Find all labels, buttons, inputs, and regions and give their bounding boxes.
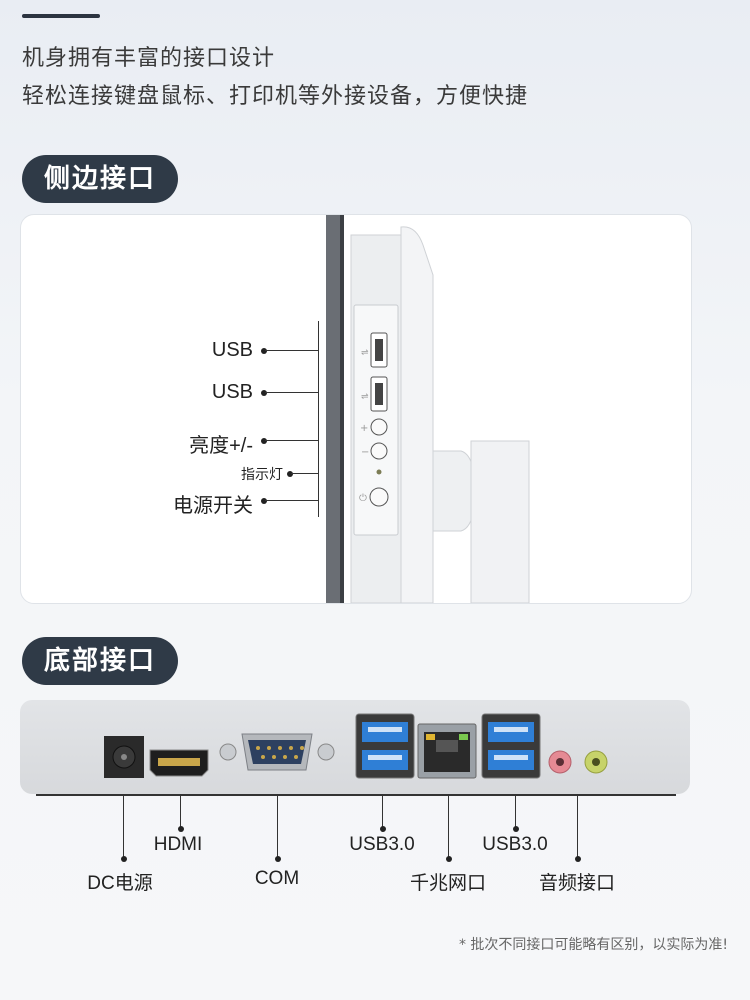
dot-usb30-left bbox=[380, 826, 386, 832]
dot-com bbox=[275, 856, 281, 862]
dot-power bbox=[261, 498, 267, 504]
leader-lan bbox=[448, 796, 449, 858]
dot-usb30-right bbox=[513, 826, 519, 832]
leader-indicator bbox=[291, 473, 318, 474]
side-device-illustration: ⇌ ⇌ + − ⏻ bbox=[326, 215, 530, 603]
side-ports-panel: ⇌ ⇌ + − ⏻ USB USB 亮度+/- 指示灯 电源开关 bbox=[20, 214, 692, 604]
stand-pole bbox=[470, 440, 530, 603]
label-usb30-left: USB3.0 bbox=[349, 834, 415, 855]
dot-side-usb-2 bbox=[261, 390, 267, 396]
dot-brightness bbox=[261, 438, 267, 444]
svg-text:−: − bbox=[361, 447, 369, 458]
dot-dc bbox=[121, 856, 127, 862]
leader-audio bbox=[577, 796, 578, 858]
bottom-section-title: 底部接口 bbox=[22, 637, 179, 685]
top-accent-bar bbox=[22, 14, 100, 18]
intro-line-2: 轻松连接键盘鼠标、打印机等外接设备，方便快捷 bbox=[22, 84, 529, 109]
dot-lan bbox=[446, 856, 452, 862]
leader-side-usb-2 bbox=[265, 392, 318, 393]
side-section-title: 侧边接口 bbox=[22, 155, 179, 203]
label-lan: 千兆网口 bbox=[409, 873, 487, 894]
label-power: 电源开关 bbox=[173, 495, 253, 517]
dot-indicator bbox=[287, 471, 293, 477]
brightness-down-button bbox=[370, 442, 388, 460]
leader-usb30-left bbox=[382, 796, 383, 828]
stand-hinge bbox=[432, 450, 476, 532]
leader-power bbox=[265, 500, 318, 501]
label-dc: DC电源 bbox=[87, 873, 153, 894]
bottom-ports-panel bbox=[20, 700, 690, 794]
label-usb30-right: USB3.0 bbox=[482, 834, 548, 855]
leader-com bbox=[277, 796, 278, 858]
leader-hdmi bbox=[180, 796, 181, 828]
svg-text:⏻: ⏻ bbox=[359, 493, 367, 504]
dot-hdmi bbox=[178, 826, 184, 832]
brightness-up-button bbox=[370, 418, 388, 436]
label-audio: 音频接口 bbox=[538, 873, 616, 894]
screen-bezel bbox=[326, 215, 344, 603]
indicator-light bbox=[376, 469, 382, 475]
dot-side-usb-1 bbox=[261, 348, 267, 354]
label-side-usb-2: USB bbox=[211, 381, 253, 403]
bottom-ports-illustration bbox=[104, 713, 608, 779]
dot-audio bbox=[575, 856, 581, 862]
leader-brightness bbox=[265, 440, 318, 441]
label-indicator: 指示灯 bbox=[241, 466, 283, 482]
svg-text:⇌: ⇌ bbox=[361, 348, 369, 358]
label-hdmi: HDMI bbox=[153, 834, 203, 855]
leader-usb30-right bbox=[515, 796, 516, 828]
leader-dc bbox=[123, 796, 124, 858]
label-com: COM bbox=[254, 868, 300, 889]
leader-side-usb-1 bbox=[265, 350, 318, 351]
svg-text:⇌: ⇌ bbox=[361, 392, 369, 402]
label-side-usb-1: USB bbox=[211, 339, 253, 361]
label-brightness: 亮度+/- bbox=[189, 435, 253, 457]
svg-text:+: + bbox=[360, 423, 368, 434]
power-button bbox=[369, 487, 389, 507]
side-bracket-line bbox=[318, 321, 319, 517]
bottom-panel-rule bbox=[36, 794, 676, 796]
intro-line-1: 机身拥有丰富的接口设计 bbox=[22, 46, 276, 71]
footnote: * 批次不同接口可能略有区别，以实际为准! bbox=[458, 937, 728, 953]
